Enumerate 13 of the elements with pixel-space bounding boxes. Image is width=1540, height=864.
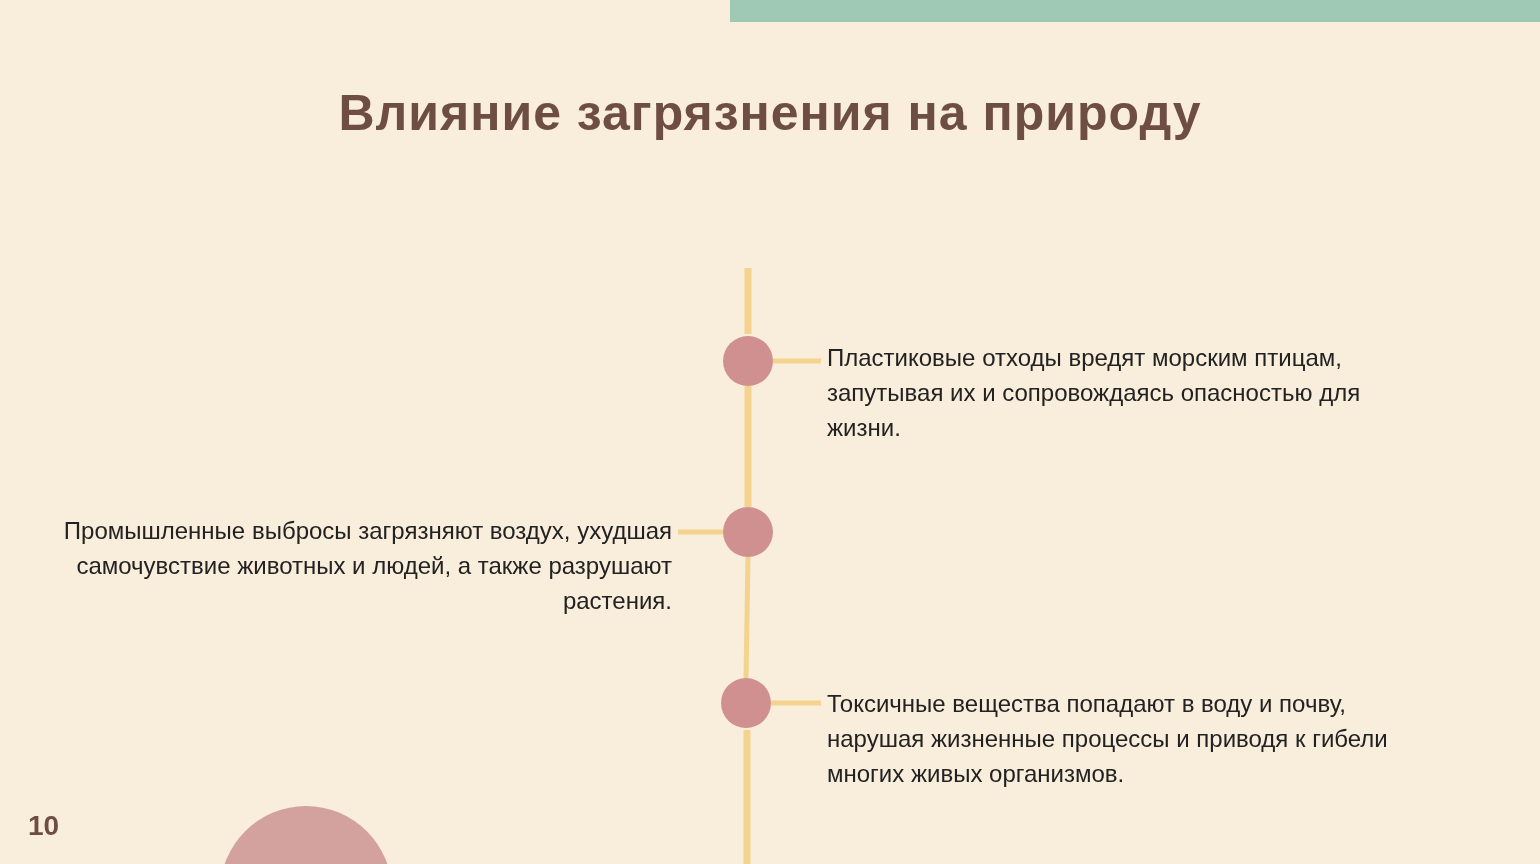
description-text: Пластиковые отходы вредят морским птицам, запутывая их и сопровождаясь опасностью для жизни. bbox=[827, 340, 1427, 445]
connector-line bbox=[743, 556, 751, 679]
timeline-dot bbox=[723, 336, 773, 386]
connector-line bbox=[771, 700, 821, 706]
slide-title: Влияние загрязнения на природу bbox=[338, 85, 1202, 141]
description-text: Токсичные вещества попадают в воду и почву, нарушая жизненные процессы и приводя к гибели многих живых организмов. bbox=[827, 686, 1447, 791]
timeline-dot bbox=[721, 678, 771, 728]
connector-line bbox=[744, 386, 752, 507]
page-number: 10 bbox=[28, 810, 60, 842]
timeline-dot bbox=[723, 507, 773, 557]
description-text: Промышленные выбросы загрязняют воздух, ухудшая самочувствие животных и людей, а также разрушают растения. bbox=[50, 513, 672, 618]
connector-line bbox=[773, 358, 821, 364]
connector-line bbox=[678, 529, 723, 535]
